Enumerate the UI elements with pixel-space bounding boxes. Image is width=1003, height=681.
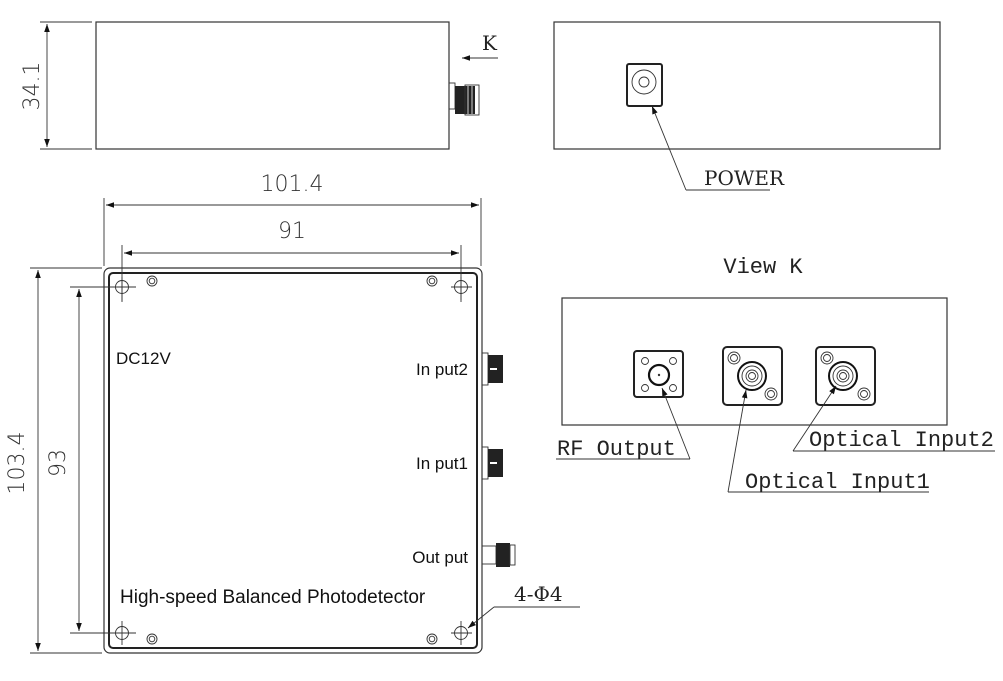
mounting-hole-leader-line	[467, 606, 495, 629]
hole-width-dimension-label: 91	[278, 219, 306, 244]
rf-output-connector-icon	[633, 350, 684, 398]
input1-connector-icon	[481, 446, 503, 480]
input2-connector-icon	[481, 352, 503, 386]
view-k-title: View K	[723, 255, 803, 280]
top-view: 101.4 91 103.4 93	[5, 172, 580, 654]
view-k-arrow-label: K	[482, 31, 498, 55]
optical-input1-label: Optical Input1	[745, 470, 930, 495]
back-view: POWER	[553, 21, 941, 191]
screw-icon	[146, 633, 158, 645]
optical-input2-label: Optical Input2	[809, 428, 994, 453]
power-label: POWER	[704, 166, 785, 190]
mounting-hole-icon	[451, 277, 472, 300]
overall-width-dimension-label: 101.4	[261, 172, 324, 197]
mounting-hole-icon	[112, 621, 136, 645]
height-dimension-label: 34.1	[20, 62, 45, 111]
back-view-body	[553, 21, 941, 150]
screw-icon	[146, 275, 158, 287]
optical-input2-connector-icon	[815, 346, 876, 406]
input2-label: In put2	[416, 360, 468, 379]
optical-input1-connector-icon	[722, 346, 783, 406]
view-k: View K	[556, 255, 995, 495]
screw-icon	[426, 275, 438, 287]
hole-height-dimension-label: 93	[46, 449, 71, 477]
overall-height-dimension-label: 103.4	[5, 432, 30, 495]
sma-connector-icon	[448, 82, 480, 116]
product-name: High-speed Balanced Photodetector	[120, 587, 426, 608]
mounting-hole-icon	[451, 621, 472, 645]
optical-input1-leader-line	[727, 389, 748, 493]
side-view-body	[95, 21, 450, 150]
power-input-label: DC12V	[116, 349, 171, 368]
top-view-lid	[108, 272, 478, 649]
power-jack-icon	[626, 63, 663, 107]
power-leader-line	[651, 105, 687, 191]
rf-output-leader-line	[661, 387, 691, 460]
output-connector-icon	[481, 543, 516, 567]
view-k-body	[561, 297, 948, 426]
side-view: 34.1 K	[20, 21, 498, 150]
mounting-hole-label: 4-Φ4	[514, 582, 563, 606]
mounting-hole-icon	[112, 277, 136, 301]
rf-output-label: RF Output	[557, 437, 676, 462]
optical-input2-leader-line	[792, 385, 837, 452]
screw-icon	[426, 633, 438, 645]
output-label: Out put	[412, 548, 468, 567]
input1-label: In put1	[416, 454, 468, 473]
